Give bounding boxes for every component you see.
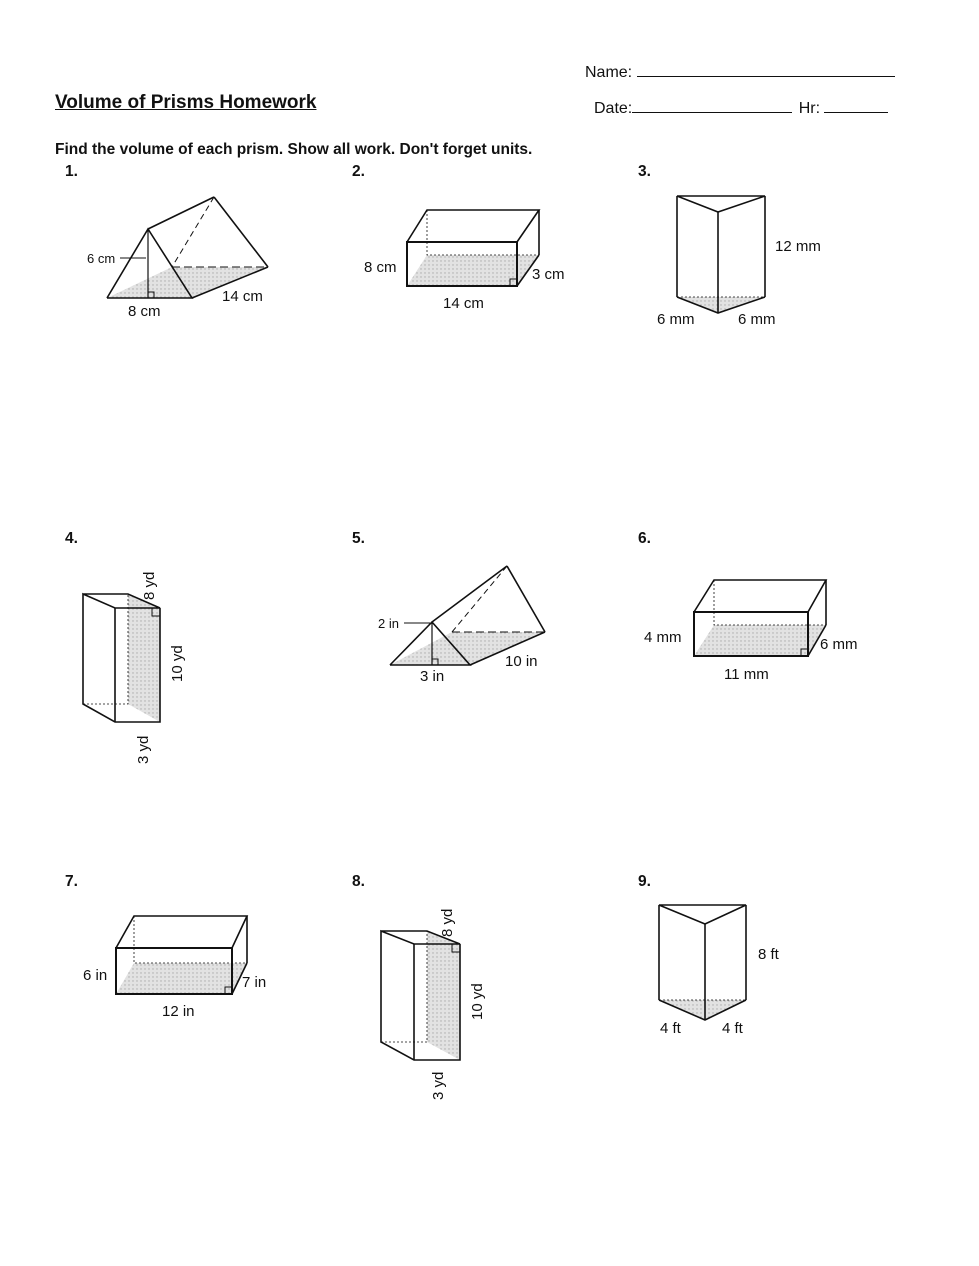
dimension-label: 6 mm: [738, 311, 776, 328]
dimension-label: 12 in: [162, 1003, 195, 1020]
triangular-prism-figure-5: 2 in 3 in 10 in: [378, 565, 546, 685]
dimension-label: 10 in: [505, 653, 538, 670]
hour-blank[interactable]: [824, 98, 889, 113]
rectangular-prism-figure-7: 6 in 7 in 12 in: [83, 915, 266, 1020]
dimension-label: 2 in: [378, 616, 399, 631]
triangular-prism-figure-3: 12 mm 6 mm 6 mm: [657, 195, 821, 328]
dimension-label: 8 yd: [439, 909, 456, 937]
dimension-label: 8 cm: [364, 259, 397, 276]
dimension-label: 11 mm: [724, 666, 769, 683]
problem-number: 9.: [638, 873, 651, 890]
dimension-label: 4 ft: [722, 1020, 744, 1037]
rectangular-prism-figure-6: 4 mm 6 mm 11 mm: [644, 579, 858, 683]
problem-number: 2.: [352, 163, 365, 180]
name-label: Name:: [585, 64, 633, 81]
problem-number: 7.: [65, 873, 78, 890]
dimension-label: 14 cm: [222, 288, 263, 305]
date-blank[interactable]: [632, 98, 793, 113]
date-field[interactable]: Date: Hr:: [594, 98, 889, 118]
dimension-label: 10 yd: [469, 983, 486, 1020]
dimension-label: 3 cm: [532, 266, 565, 283]
problem-number: 3.: [638, 163, 651, 180]
dimension-label: 8 yd: [141, 572, 158, 600]
dimension-label: 6 mm: [820, 636, 858, 653]
dimension-label: 10 yd: [169, 645, 186, 682]
problem-number: 8.: [352, 873, 365, 890]
problem-number: 5.: [352, 530, 365, 547]
problem-number: 1.: [65, 163, 78, 180]
rectangular-prism-figure-4: 8 yd 10 yd 3 yd: [82, 572, 186, 764]
dimension-label: 3 yd: [135, 736, 152, 764]
dimension-label: 4 mm: [644, 629, 682, 646]
dimension-label: 8 ft: [758, 946, 780, 963]
dimension-label: 3 yd: [430, 1072, 447, 1100]
dimension-label: 4 ft: [660, 1020, 682, 1037]
instructions: Find the volume of each prism. Show all …: [55, 141, 533, 158]
problem-number: 4.: [65, 530, 78, 547]
dimension-label: 3 in: [420, 668, 444, 685]
dimension-label: 12 mm: [775, 238, 821, 255]
name-blank[interactable]: [636, 62, 895, 77]
dimension-label: 7 in: [242, 974, 266, 991]
rectangular-prism-figure-8: 8 yd 10 yd 3 yd: [380, 909, 486, 1100]
dimension-label: 6 mm: [657, 311, 695, 328]
triangular-prism-figure-1: 6 cm 8 cm 14 cm: [87, 196, 269, 320]
hour-label: Hr:: [798, 100, 821, 117]
problem-number: 6.: [638, 530, 651, 547]
dimension-label: 6 in: [83, 967, 107, 984]
triangular-prism-figure-9: 8 ft 4 ft 4 ft: [658, 904, 780, 1037]
name-field[interactable]: Name:: [585, 62, 895, 82]
rectangular-prism-figure-2: 8 cm 3 cm 14 cm: [364, 209, 565, 312]
page-title: Volume of Prisms Homework: [55, 92, 317, 113]
date-label: Date:: [594, 100, 633, 117]
dimension-label: 14 cm: [443, 295, 484, 312]
dimension-label: 6 cm: [87, 251, 115, 266]
dimension-label: 8 cm: [128, 303, 161, 320]
